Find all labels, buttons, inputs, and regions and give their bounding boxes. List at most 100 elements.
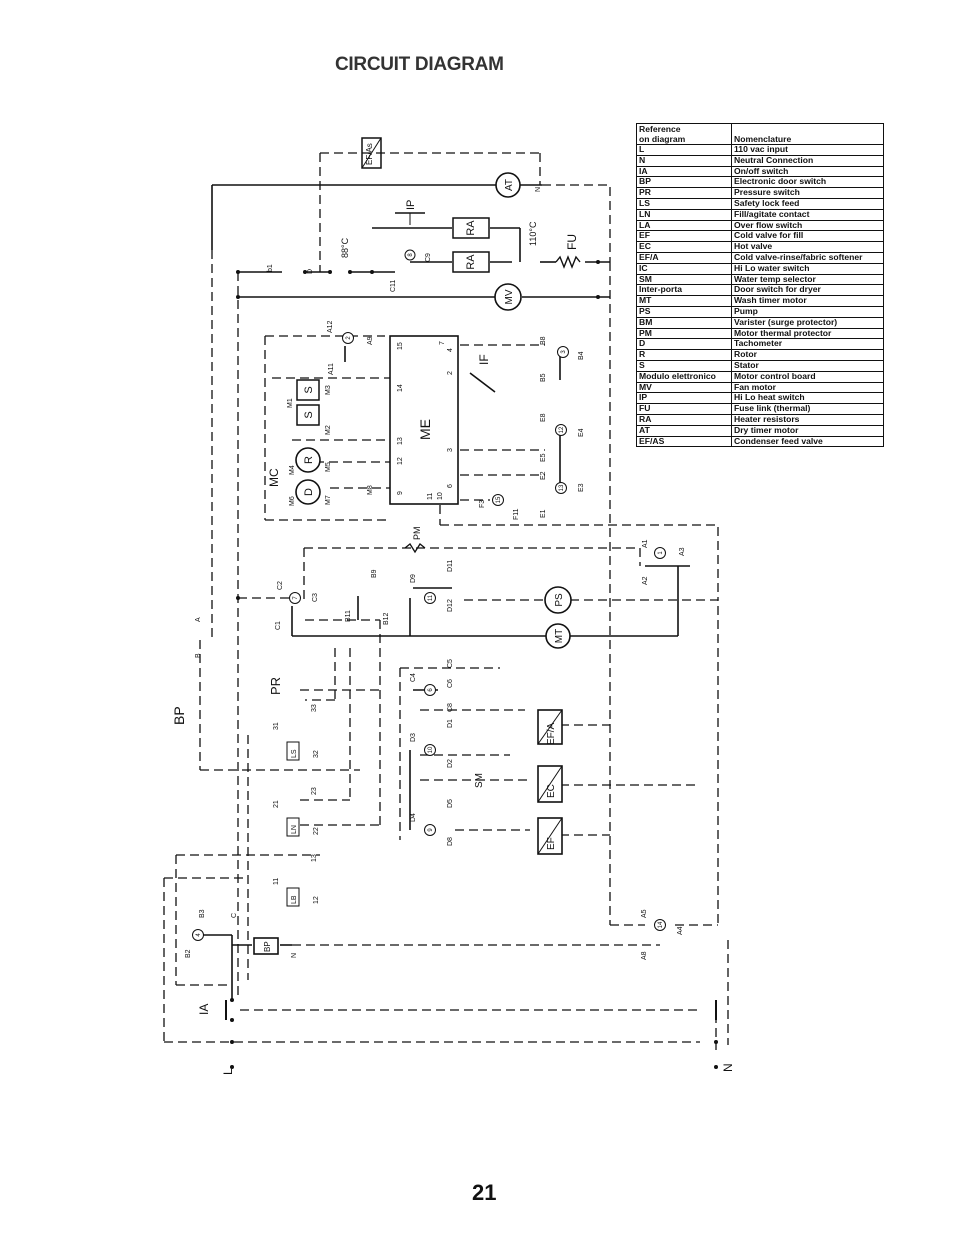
term-d4: D4	[410, 813, 417, 822]
ef-label: EF	[546, 837, 557, 850]
term-a9: A9	[367, 336, 374, 345]
term-e2: E2	[540, 471, 547, 480]
legend-cell: R	[636, 349, 732, 361]
pin-3: 3	[447, 448, 454, 452]
legend-cell: BP	[636, 176, 732, 189]
pin-11: 11	[427, 493, 434, 500]
term-n-bp: N	[291, 953, 298, 958]
legend-cell: D	[636, 338, 732, 351]
term-b2: B2	[185, 949, 192, 958]
term-m7: M7	[325, 495, 332, 505]
term-b1: b1	[267, 264, 274, 272]
mv-fan-motor: MV	[494, 283, 522, 311]
legend-cell: Pressure switch	[731, 187, 884, 199]
mc-label: MC	[267, 468, 281, 487]
term-a4: A4	[677, 926, 684, 935]
term-22: 22	[313, 827, 320, 835]
legend-cell: Heater resistors	[731, 413, 884, 426]
legend-cell: LN	[636, 208, 732, 221]
ra-heater-1: RA	[452, 217, 490, 239]
term-a1: A1	[642, 539, 649, 548]
bp-label: BP	[171, 706, 187, 725]
relay-6: 6	[428, 688, 434, 692]
legend-cell: Fan motor	[731, 381, 884, 394]
rotor-label: R	[303, 456, 315, 464]
legend-cell: Inter-porta	[636, 284, 732, 297]
relay-1: 1	[658, 551, 664, 555]
legend-cell: Motor control board	[731, 370, 884, 383]
term-n-at: N	[535, 187, 542, 192]
legend-cell: Safety lock feed	[731, 197, 884, 210]
ra2-label: RA	[465, 254, 477, 270]
pm-label: PM	[412, 527, 422, 541]
ra-heater-2: RA	[452, 251, 490, 273]
legend-cell: Cold valve-rinse/fabric softener	[731, 251, 884, 264]
term-21: 21	[273, 800, 280, 808]
legend-cell: LS	[636, 197, 732, 210]
legend-cell: EF/AS	[636, 435, 732, 448]
term-b5: B5	[540, 373, 547, 382]
legend-cell: Dry timer motor	[731, 424, 884, 437]
term-c3: C3	[312, 593, 319, 602]
legend-cell: 110 vac input	[731, 144, 884, 156]
pin-7: 7	[439, 341, 446, 345]
terminal-labels: b1 D C11 C9 N A12 A9 A11 B8 B5 B4 E8 E4 …	[185, 187, 686, 960]
efas-label: EF/As	[365, 143, 374, 165]
legend-cell: FU	[636, 403, 732, 415]
legend-cell: MV	[636, 381, 732, 394]
tacho-label: D	[303, 488, 315, 496]
legend-cell: Condenser feed valve	[731, 435, 884, 448]
term-c: C	[231, 913, 238, 918]
legend-cell: Cold valve for fill	[731, 230, 884, 243]
pin-10: 10	[437, 492, 444, 500]
legend-cell: IA	[636, 165, 732, 178]
legend-cell: IC	[636, 262, 732, 275]
term-13: 13	[311, 854, 318, 862]
pin-9: 9	[397, 491, 404, 495]
term-e1: E1	[540, 509, 547, 518]
legend-cell: Pump	[731, 305, 884, 318]
pin-12: 12	[397, 457, 404, 465]
legend-header-nomenclature: Nomenclature	[731, 123, 884, 145]
pin-4: 4	[447, 348, 454, 352]
term-c5: C5	[447, 659, 454, 668]
l-label: L	[221, 1068, 235, 1075]
legend-cell: Fill/agitate contact	[731, 208, 884, 221]
bp-box-label: BP	[263, 941, 272, 952]
legend-cell: On/off switch	[731, 165, 884, 178]
legend-cell: RA	[636, 413, 732, 426]
fu-fuse: FU	[555, 234, 581, 269]
fu-label: FU	[565, 234, 579, 250]
legend-cell: Modulo elettronico	[636, 370, 732, 383]
ln-label: LN	[291, 825, 298, 834]
relay-12: 12	[559, 426, 565, 433]
term-d12: D12	[447, 599, 454, 612]
term-d: D	[307, 269, 314, 274]
ip-switch: IP	[395, 200, 425, 225]
term-c9: C9	[425, 253, 432, 262]
term-d11: D11	[447, 560, 454, 572]
term-c11: C11	[390, 280, 397, 292]
term-d1: D1	[447, 719, 454, 728]
ps-label: PS	[554, 593, 565, 607]
term-c2: C2	[277, 581, 284, 590]
ln-box: LN	[286, 817, 300, 837]
sm-label: SM	[474, 773, 485, 788]
pin-14: 14	[397, 384, 404, 392]
term-a3: A3	[679, 547, 686, 556]
term-f11: F11	[513, 508, 520, 520]
term-e3: E3	[578, 483, 585, 492]
relay-11: 11	[428, 594, 434, 601]
